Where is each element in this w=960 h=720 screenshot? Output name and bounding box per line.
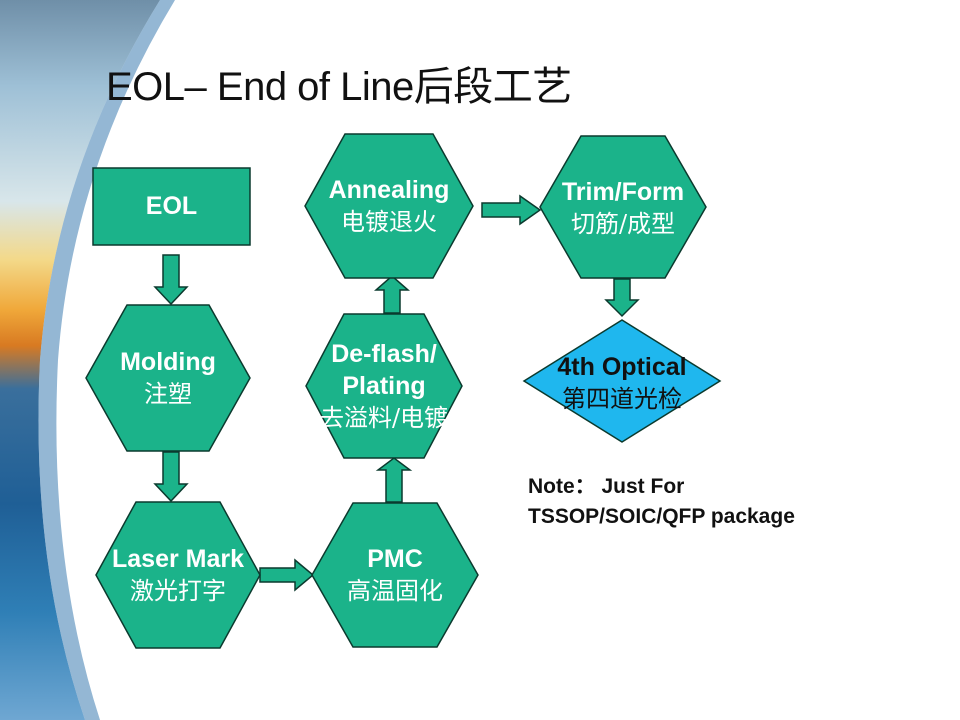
label-annealing-en: Annealing xyxy=(328,176,450,204)
arrow-annealing-to-trim-form xyxy=(481,194,542,226)
label-trim-form-cn: 切筋/成型 xyxy=(570,210,676,238)
label-molding-en: Molding xyxy=(120,348,216,376)
node-molding xyxy=(85,304,251,452)
package-note-line-2: TSSOP/SOIC/QFP package xyxy=(528,505,795,528)
label-pmc: PMC 高温固化 xyxy=(312,543,478,607)
label-4th-optical-cn: 第四道光检 xyxy=(562,385,682,413)
slide-title: EOL– End of Line后段工艺 xyxy=(106,65,572,109)
label-trim-form-en: Trim/Form xyxy=(561,178,685,206)
label-deflash-en-1: De-flash/ xyxy=(331,340,437,368)
label-eol-text: EOL xyxy=(145,192,198,220)
decorative-sky-band xyxy=(0,0,160,720)
node-laser-mark xyxy=(95,501,261,649)
label-trim-form: Trim/Form 切筋/成型 xyxy=(540,176,706,240)
label-pmc-cn: 高温固化 xyxy=(347,577,443,605)
node-deflash-plating xyxy=(305,313,463,459)
node-4th-optical xyxy=(522,319,722,443)
arrow-molding-to-laser-mark xyxy=(153,451,189,503)
label-laser-mark-en: Laser Mark xyxy=(111,545,245,573)
label-eol: EOL xyxy=(93,190,250,222)
arrow-laser-mark-to-pmc xyxy=(259,558,315,592)
node-pmc xyxy=(311,502,479,648)
arrow-trim-form-to-optical xyxy=(604,278,640,318)
node-trim-form xyxy=(539,135,707,279)
arrow-pmc-to-deflash xyxy=(375,457,413,503)
package-note-line-1: Note： Just For xyxy=(528,475,685,498)
package-note: Note： Just For TSSOP/SOIC/QFP package xyxy=(528,472,795,532)
label-laser-mark-cn: 激光打字 xyxy=(130,577,226,605)
label-molding-cn: 注塑 xyxy=(144,380,192,408)
label-molding: Molding 注塑 xyxy=(86,346,250,410)
label-4th-optical: 4th Optical 第四道光检 xyxy=(524,351,720,415)
label-deflash-cn: 去溢料/电镀 xyxy=(319,404,449,432)
node-annealing xyxy=(304,133,474,279)
label-4th-optical-en: 4th Optical xyxy=(557,353,687,381)
label-annealing-cn: 电镀退火 xyxy=(341,208,437,236)
label-annealing: Annealing 电镀退火 xyxy=(305,174,473,238)
arrow-eol-to-molding xyxy=(153,254,189,306)
node-eol xyxy=(92,167,251,246)
label-deflash-en-2: Plating xyxy=(342,372,426,400)
label-laser-mark: Laser Mark 激光打字 xyxy=(96,543,260,607)
arrow-deflash-to-annealing xyxy=(374,275,410,314)
label-deflash-plating: De-flash/ Plating 去溢料/电镀 xyxy=(306,338,462,434)
label-pmc-en: PMC xyxy=(367,545,423,573)
